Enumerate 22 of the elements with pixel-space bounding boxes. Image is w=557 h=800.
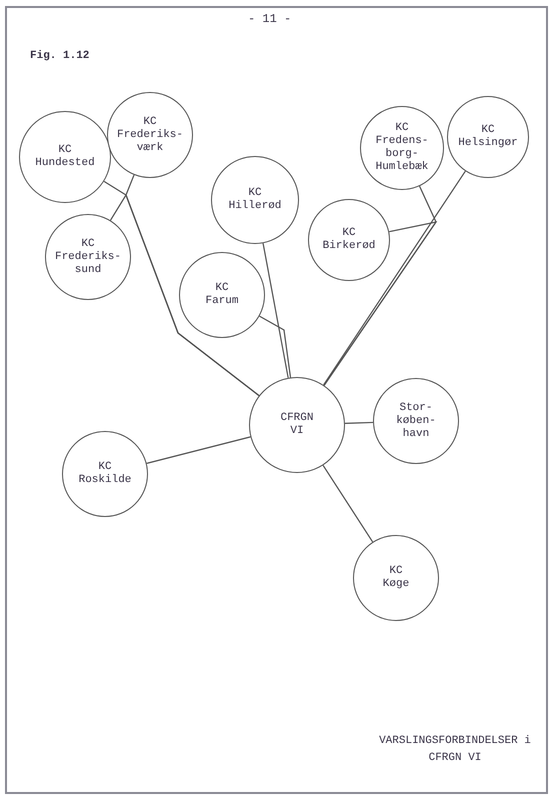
station-name: KC Frederiks- værk: [116, 116, 184, 154]
station-name: KC Helsingør: [457, 124, 519, 150]
station-name: KC Hillerød: [228, 187, 282, 213]
connector-line: [344, 422, 374, 424]
station-name: KC Frederiks- sund: [54, 238, 122, 276]
connector-line: [322, 464, 374, 542]
station-name: KC Hundested: [34, 144, 96, 170]
connector-line: [324, 221, 438, 386]
connector-line: [323, 170, 466, 386]
station-name: Stor- køben- havn: [395, 402, 437, 440]
page-number: - 11 -: [248, 11, 292, 28]
station-name: KC Birkerød: [322, 227, 376, 253]
connector-line: [146, 436, 251, 464]
caption: VARSLINGSFORBINDELSER i CFRGN VI: [378, 734, 532, 766]
station-name: KC Roskilde: [78, 461, 132, 487]
connector-line: [259, 316, 292, 378]
station-name: KC Fredens- borg- Humlebæk: [374, 122, 430, 174]
station-name: KC Farum: [204, 282, 240, 308]
figure-number: Fig. 1.12: [30, 49, 90, 64]
station-name: CFRGN VI: [279, 412, 314, 438]
connector-line: [262, 243, 289, 378]
station-name: KC Køge: [382, 565, 410, 591]
